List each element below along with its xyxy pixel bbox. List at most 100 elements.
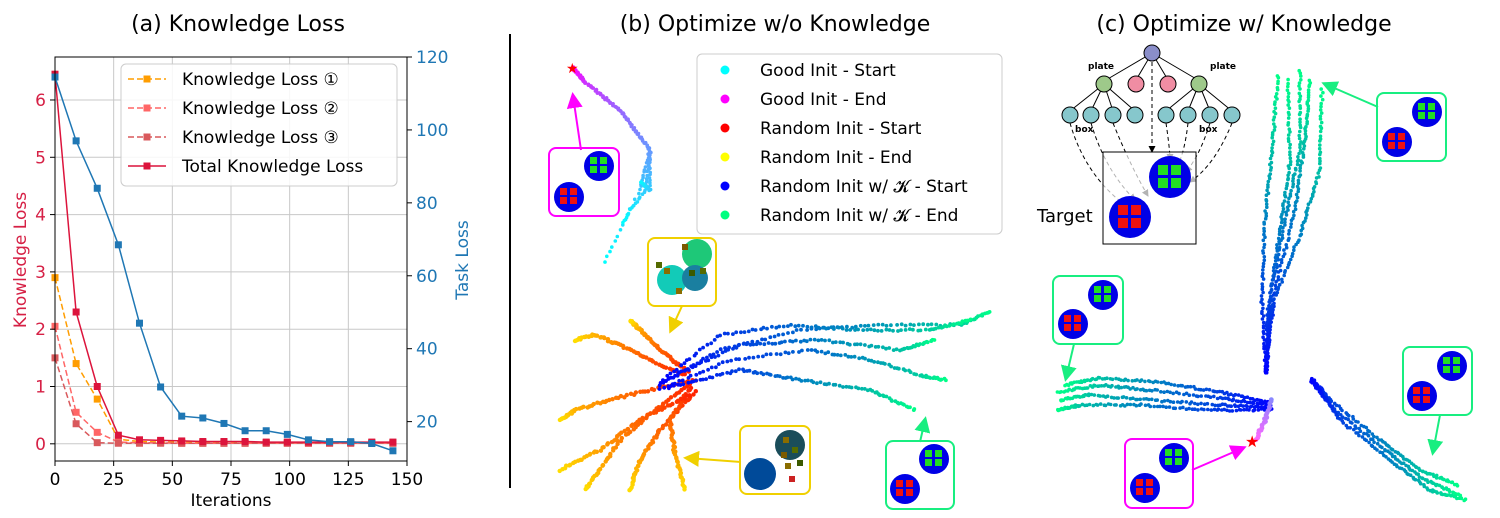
data-point — [93, 395, 101, 403]
trajectory-point — [631, 204, 635, 208]
trajectory-point — [715, 373, 719, 377]
trajectory-point — [611, 448, 616, 453]
start-star: ★ — [1245, 432, 1259, 451]
trajectory-point — [1291, 182, 1296, 186]
trajectory-point — [918, 328, 923, 333]
trajectory-point — [879, 329, 884, 333]
trajectory-point — [637, 460, 643, 465]
trajectory-point — [643, 141, 648, 146]
trajectory-point — [1421, 469, 1425, 474]
trajectory-point — [1375, 448, 1379, 452]
trajectory-point — [1230, 409, 1235, 413]
y-tick-label: 0 — [35, 435, 46, 455]
trajectory-point — [1263, 216, 1268, 221]
trajectory-point — [844, 384, 849, 389]
trajectory-point — [1408, 473, 1413, 478]
trajectory-point — [1286, 77, 1290, 82]
trajectory-point — [628, 391, 634, 396]
data-point — [283, 430, 291, 438]
trajectory-point — [1274, 92, 1279, 96]
trajectory-point — [1288, 142, 1292, 147]
trajectory-point — [768, 373, 773, 377]
x-tick-label: 125 — [332, 470, 364, 490]
trajectory-point — [680, 479, 685, 484]
trajectory-point — [706, 358, 711, 363]
trajectory-point — [659, 407, 665, 412]
trajectory-point — [1449, 493, 1454, 498]
trajectory-point — [1352, 427, 1356, 432]
trajectory-point — [1300, 226, 1305, 231]
trajectory-point — [1275, 246, 1279, 250]
trajectory-point — [1280, 277, 1284, 282]
trajectory-point — [968, 317, 973, 322]
trajectory-point — [1319, 111, 1324, 115]
trajectory-point — [1318, 156, 1322, 161]
data-point — [199, 414, 207, 422]
trajectory-point — [1278, 263, 1282, 268]
data-point — [114, 439, 122, 447]
trajectory-point — [622, 428, 627, 434]
trajectory-point — [1293, 204, 1297, 208]
trajectory-point — [837, 383, 842, 388]
trajectory-point — [694, 351, 698, 356]
trajectory-point — [870, 389, 875, 393]
trajectory-point — [1216, 403, 1220, 408]
trajectory-point — [1223, 402, 1227, 407]
trajectory-point — [1262, 229, 1266, 233]
trajectory-point — [1227, 409, 1232, 413]
trajectory-point — [1285, 88, 1290, 92]
trajectory-point — [1138, 379, 1142, 384]
inset-good-init — [548, 92, 620, 217]
trajectory-point — [805, 324, 810, 329]
trajectory-point — [876, 360, 880, 365]
trajectory-point — [605, 254, 609, 259]
trajectory-point — [863, 324, 867, 328]
trajectory-point — [733, 369, 738, 374]
inset-random-init-scatter — [683, 425, 811, 495]
trajectory-point — [709, 341, 714, 346]
trajectory-point — [622, 114, 627, 119]
trajectory-point — [1091, 403, 1096, 408]
data-point — [72, 360, 80, 368]
series-line-2 — [54, 357, 393, 444]
trajectory-point — [1280, 212, 1284, 217]
data-point — [72, 420, 80, 428]
trajectory-point — [676, 371, 680, 376]
trajectory-point — [678, 383, 683, 387]
trajectory-point — [1264, 198, 1268, 202]
trajectory-point — [863, 356, 867, 361]
trajectory-point — [1295, 162, 1300, 167]
trajectory-point — [1266, 191, 1271, 196]
trajectory-point — [589, 84, 593, 88]
trajectory-point — [772, 334, 777, 339]
trajectory-point — [1255, 401, 1259, 406]
trajectory-point — [1298, 169, 1302, 173]
trajectory-point — [1288, 153, 1292, 157]
trajectory-point — [1288, 257, 1293, 262]
trajectory-point — [642, 168, 647, 172]
trajectory-point — [1268, 321, 1272, 326]
trajectory-point — [729, 358, 733, 363]
trajectory-point — [593, 89, 598, 93]
trajectory-point — [914, 372, 919, 377]
trajectory-point — [1171, 400, 1176, 405]
trajectory-point — [638, 195, 642, 200]
data-point — [347, 438, 355, 446]
trajectory-point — [1287, 127, 1292, 131]
trajectory-point — [1290, 251, 1295, 256]
trajectory-point — [665, 403, 671, 408]
trajectory-point — [1276, 236, 1281, 241]
trajectory-point — [1155, 404, 1160, 409]
trajectory-point — [671, 383, 676, 388]
trajectory-point — [715, 350, 719, 354]
trajectory-point — [597, 91, 601, 95]
trajectory-point — [1230, 398, 1235, 403]
trajectory-point — [1175, 400, 1180, 404]
trajectory-point — [1428, 472, 1433, 476]
trajectory-point — [1277, 232, 1282, 236]
trajectory-point — [1070, 388, 1074, 393]
trajectory-point — [643, 188, 647, 193]
trajectory-point — [841, 340, 845, 345]
trajectory-point — [704, 377, 708, 381]
trajectory-point — [1284, 245, 1289, 250]
